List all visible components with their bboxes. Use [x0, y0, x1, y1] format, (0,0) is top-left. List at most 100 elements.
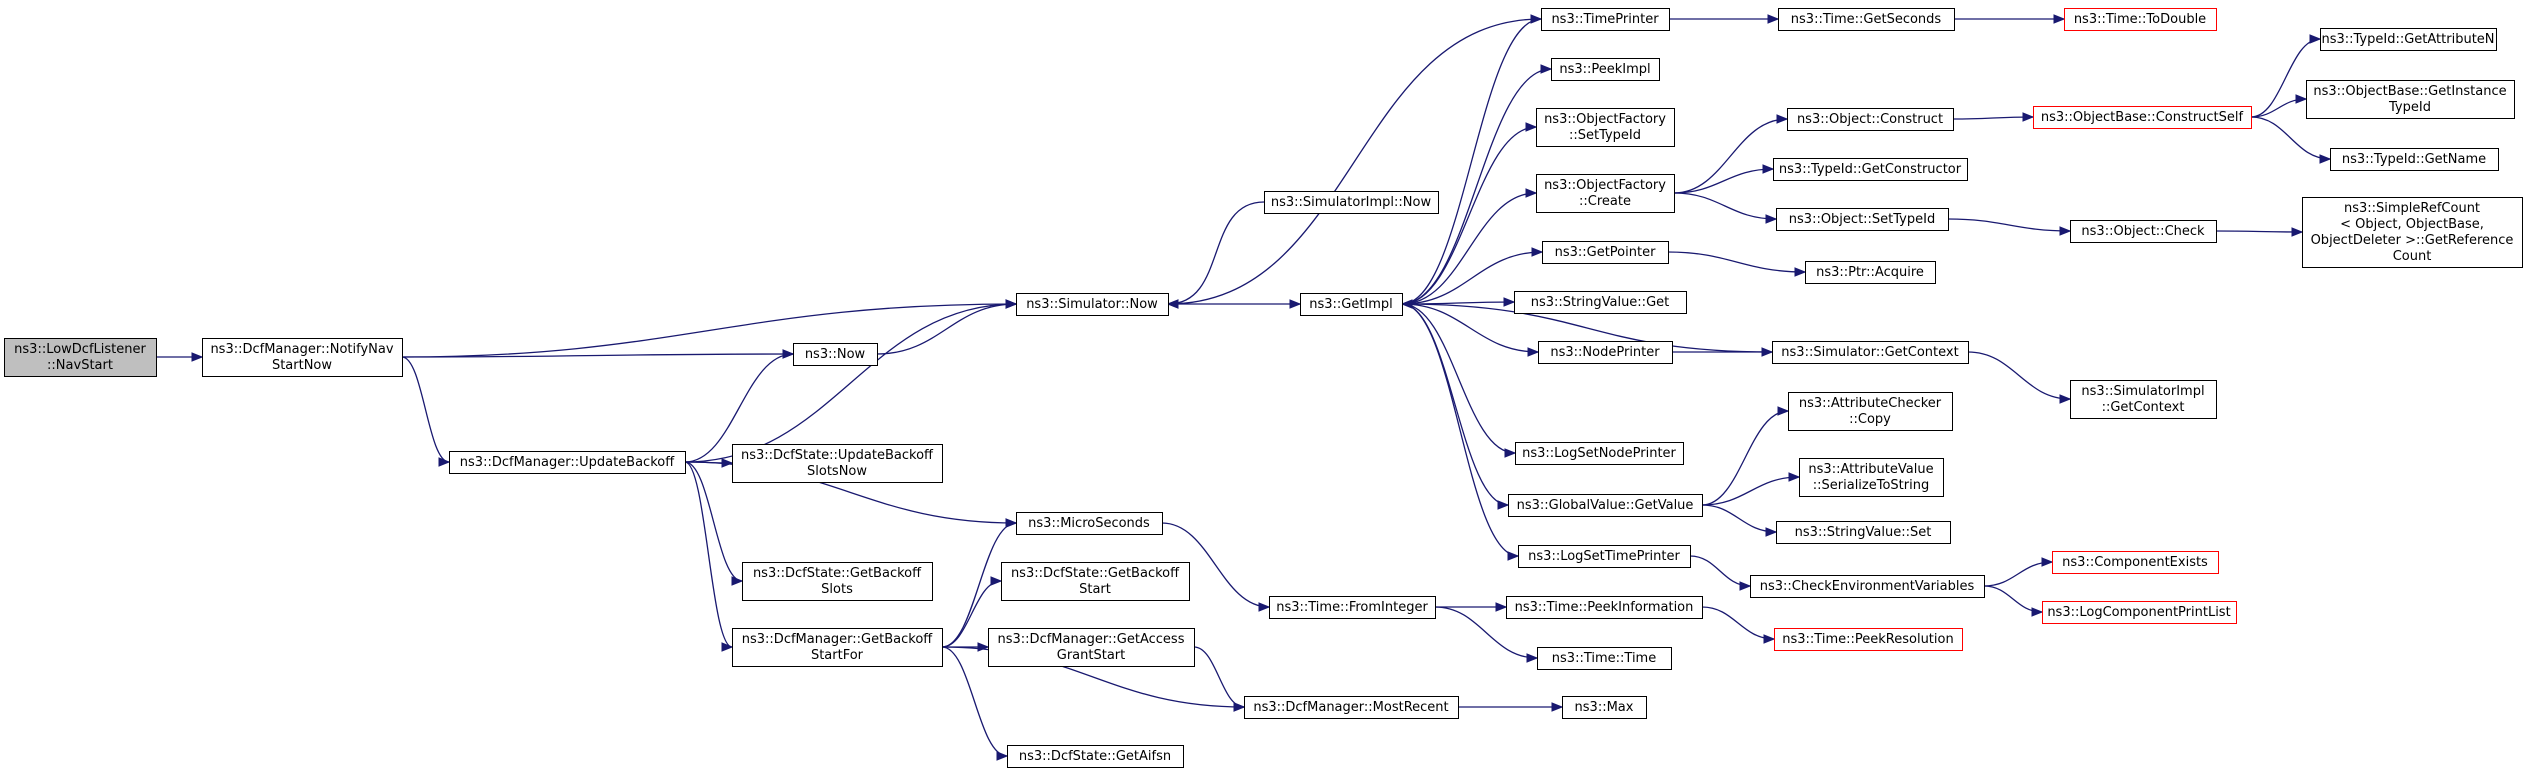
arrowhead-icon	[1531, 247, 1544, 257]
edge-line	[1401, 192, 1537, 305]
node-label: ns3::AttributeValue	[1808, 462, 1933, 477]
node-label: ns3::Simulator::Now	[1026, 297, 1158, 312]
node-getpointer[interactable]: ns3::GetPointer	[1542, 241, 1669, 264]
edge-checkenv-to-compexists	[1983, 557, 2054, 587]
edge-line	[684, 461, 733, 648]
edge-updatebackoff-to-getbackoffslots	[684, 461, 744, 586]
node-lowdcf[interactable]: ns3::LowDcfListener::NavStart	[4, 338, 157, 377]
node-getimpl[interactable]: ns3::GetImpl	[1300, 293, 1403, 316]
arrowhead-icon	[1400, 299, 1413, 309]
edge-objsettypeid-to-objcheck	[1947, 218, 2072, 236]
edge-globalvalget-to-strvalset	[1701, 504, 1778, 537]
node-simgetcontext[interactable]: ns3::Simulator::GetContext	[1772, 341, 1969, 364]
node-timegetseconds[interactable]: ns3::Time::GetSeconds	[1778, 8, 1955, 31]
edge-getimpl-to-objfactsettype	[1401, 122, 1538, 305]
arrowhead-icon	[2309, 34, 2322, 44]
node-objfactcreate[interactable]: ns3::ObjectFactory::Create	[1536, 174, 1675, 213]
arrowhead-icon	[2291, 227, 2304, 237]
node-label: ns3::DcfState::GetBackoff	[1011, 566, 1180, 581]
node-objfactsettype[interactable]: ns3::ObjectFactory::SetTypeId	[1536, 108, 1675, 147]
node-label: ns3::TypeId::GetAttributeN	[2321, 32, 2494, 47]
edge-objfactcreate-to-objsettypeid	[1673, 192, 1778, 224]
node-label: ObjectDeleter >::GetReference	[2311, 233, 2514, 248]
edge-objbaseconstruct-to-typeidgetname	[2250, 116, 2332, 164]
node-objconstruct[interactable]: ns3::Object::Construct	[1787, 108, 1954, 131]
node-globalvalget[interactable]: ns3::GlobalValue::GetValue	[1508, 494, 1703, 517]
node-label: StartNow	[272, 358, 332, 373]
node-box	[1016, 512, 1163, 535]
node-peekimpl[interactable]: ns3::PeekImpl	[1551, 58, 1660, 81]
node-strvalset[interactable]: ns3::StringValue::Set	[1776, 521, 1951, 544]
node-typeidgetattrn[interactable]: ns3::TypeId::GetAttributeN	[2320, 28, 2497, 51]
edge-notifynav-to-updatebackoff	[401, 356, 451, 467]
node-updatebackoff[interactable]: ns3::DcfManager::UpdateBackoff	[449, 451, 686, 474]
node-objsettypeid[interactable]: ns3::Object::SetTypeId	[1776, 208, 1949, 231]
node-attrcheckcopy[interactable]: ns3::AttributeChecker::Copy	[1788, 392, 1953, 431]
node-label: ns3::Time::Time	[1552, 651, 1656, 666]
edge-getimpl-to-globalvalget	[1401, 303, 1510, 510]
edge-line	[1401, 303, 1519, 557]
node-getaifsn[interactable]: ns3::DcfState::GetAifsn	[1007, 745, 1184, 768]
node-objcheck[interactable]: ns3::Object::Check	[2070, 220, 2217, 243]
node-nodeprinter[interactable]: ns3::NodePrinter	[1538, 341, 1673, 364]
edge-getimpl-to-getpointer	[1401, 247, 1544, 305]
edge-simimplnow-to-simnow	[1166, 201, 1265, 309]
node-todouble[interactable]: ns3::Time::ToDouble	[2064, 8, 2217, 31]
edge-line	[401, 303, 1017, 358]
node-timeprinter[interactable]: ns3::TimePrinter	[1541, 8, 1670, 31]
node-attrvalser[interactable]: ns3::AttributeValue::SerializeToString	[1799, 458, 1944, 497]
arrowhead-icon	[1551, 702, 1564, 712]
node-now[interactable]: ns3::Now	[793, 343, 878, 366]
arrowhead-icon	[996, 751, 1009, 761]
node-label: ::SetTypeId	[1569, 128, 1641, 143]
node-box	[988, 628, 1195, 667]
node-ptracquire[interactable]: ns3::Ptr::Acquire	[1805, 261, 1936, 284]
edge-globalvalget-to-attrcheckcopy	[1701, 406, 1790, 506]
node-checkenv[interactable]: ns3::CheckEnvironmentVariables	[1750, 575, 1985, 598]
node-simnow[interactable]: ns3::Simulator::Now	[1016, 293, 1169, 316]
edge-line	[1401, 18, 1542, 305]
node-logcompprint[interactable]: ns3::LogComponentPrintList	[2042, 601, 2237, 624]
node-simplerefcount[interactable]: ns3::SimpleRefCount< Object, ObjectBase,…	[2302, 197, 2523, 268]
node-max[interactable]: ns3::Max	[1562, 696, 1647, 719]
arrowhead-icon	[1526, 653, 1539, 663]
node-box	[1536, 108, 1675, 147]
node-timetime[interactable]: ns3::Time::Time	[1537, 647, 1672, 670]
node-box	[2042, 601, 2237, 624]
edge-line	[1167, 18, 1542, 305]
arrowhead-icon	[1788, 472, 1801, 482]
node-label: ns3::GlobalValue::GetValue	[1517, 498, 1694, 513]
node-compexists[interactable]: ns3::ComponentExists	[2052, 551, 2219, 574]
node-fromint[interactable]: ns3::Time::FromInteger	[1269, 596, 1436, 619]
edge-simnow-to-getimpl	[1167, 299, 1302, 309]
arrowhead-icon	[438, 457, 451, 467]
node-peekinfo[interactable]: ns3::Time::PeekInformation	[1506, 596, 1703, 619]
node-typeidgetctor[interactable]: ns3::TypeId::GetConstructor	[1773, 158, 1968, 181]
node-logsetnodeprinter[interactable]: ns3::LogSetNodePrinter	[1515, 442, 1684, 465]
node-simimplnow[interactable]: ns3::SimulatorImpl::Now	[1264, 191, 1439, 214]
node-label: ns3::CheckEnvironmentVariables	[1760, 579, 1975, 594]
node-peekres[interactable]: ns3::Time::PeekResolution	[1774, 628, 1963, 651]
edge-timegetseconds-to-todouble	[1954, 14, 2066, 24]
edge-microseconds-to-fromint	[1161, 522, 1271, 612]
node-objbaseconstruct[interactable]: ns3::ObjectBase::ConstructSelf	[2033, 106, 2252, 129]
node-microseconds[interactable]: ns3::MicroSeconds	[1016, 512, 1163, 535]
edge-notifynav-to-now	[401, 349, 795, 359]
node-simimplgetctx[interactable]: ns3::SimulatorImpl::GetContext	[2070, 380, 2217, 419]
node-strvalget[interactable]: ns3::StringValue::Get	[1514, 291, 1687, 314]
edge-objfactcreate-to-typeidgetctor	[1673, 164, 1775, 194]
arrowhead-icon	[1504, 448, 1517, 458]
node-mostrecent[interactable]: ns3::DcfManager::MostRecent	[1244, 696, 1459, 719]
node-typeidgetname[interactable]: ns3::TypeId::GetName	[2330, 148, 2499, 171]
edge-simgetcontext-to-getimpl	[1400, 299, 1773, 353]
node-logsettimeprinter[interactable]: ns3::LogSetTimePrinter	[1518, 545, 1691, 568]
edges-layer	[156, 14, 2332, 761]
